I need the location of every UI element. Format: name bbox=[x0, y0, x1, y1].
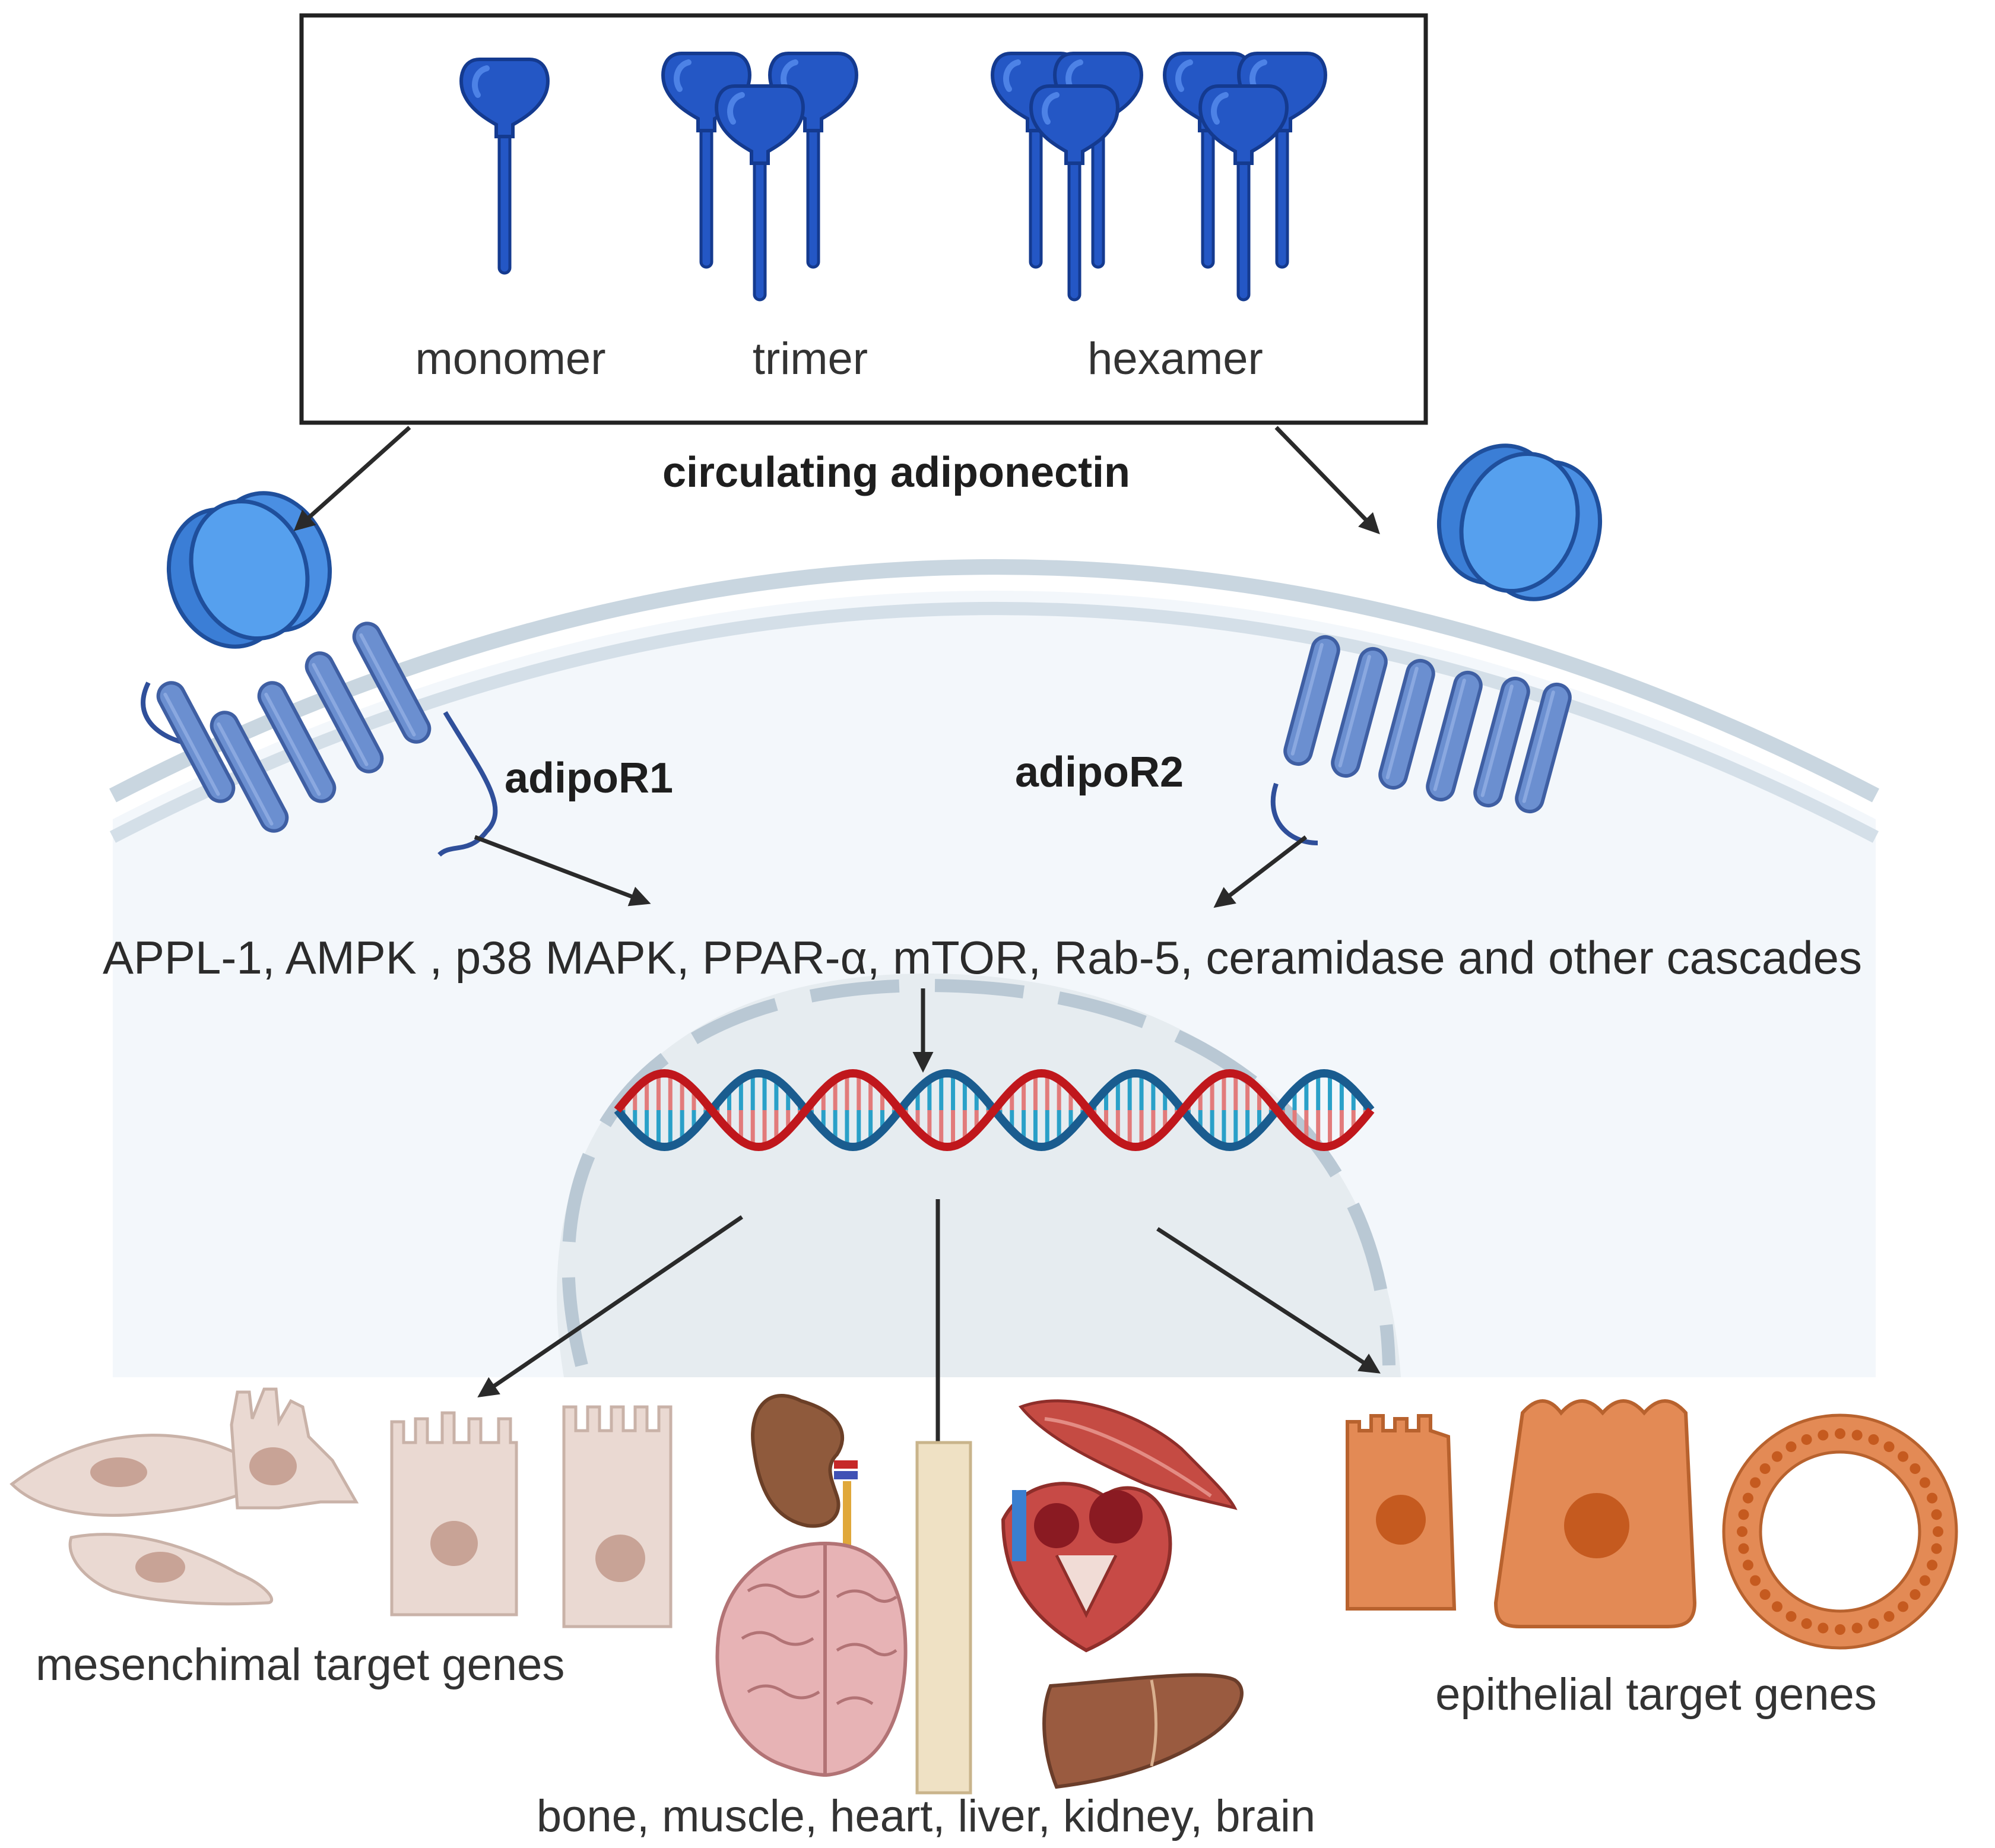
adipor1-label: adipoR1 bbox=[505, 755, 673, 802]
trimer-label: trimer bbox=[753, 334, 868, 384]
heart-icon bbox=[1001, 1482, 1172, 1653]
dna-helix-icon bbox=[614, 1069, 1375, 1152]
cell-membrane-inner bbox=[109, 602, 1879, 843]
adipor2-label: adipoR2 bbox=[1015, 749, 1184, 796]
liver-icon bbox=[1042, 1673, 1244, 1789]
mesenchymal-label: mesenchimal target genes bbox=[36, 1640, 564, 1690]
kidney-icon bbox=[751, 1394, 858, 1546]
muscle-icon bbox=[1018, 1399, 1238, 1510]
bone-icon bbox=[915, 1441, 972, 1795]
monomer-label: monomer bbox=[416, 334, 606, 384]
epithelial-label: epithelial target genes bbox=[1435, 1669, 1877, 1720]
adiponectin-bound-r2 bbox=[1420, 429, 1619, 616]
adiponectin-bound-r1 bbox=[150, 477, 348, 663]
adipor1-receptor bbox=[141, 477, 498, 857]
arrow-adipor1-to-cascade bbox=[474, 835, 651, 906]
arrow-box-to-adipor1 bbox=[293, 426, 411, 531]
mesenchymal-cells-icon bbox=[9, 1387, 673, 1628]
arrow-dna-to-mesenchymal bbox=[477, 1215, 743, 1397]
brain-icon bbox=[715, 1541, 908, 1777]
arrow-dna-to-epithelial bbox=[1156, 1227, 1381, 1374]
arrow-box-to-adipor2 bbox=[1274, 426, 1380, 535]
circulating-adiponectin-caption: circulating adiponectin bbox=[662, 449, 1130, 496]
epithelial-cells-icon bbox=[1346, 1399, 1958, 1650]
adipor2-receptor bbox=[1270, 429, 1619, 845]
signaling-cascades-text: APPL-1, AMPK , p38 MAPK, PPAR-α, mTOR, R… bbox=[103, 931, 1862, 984]
organs-label: bone, muscle, heart, liver, kidney, brai… bbox=[537, 1791, 1315, 1841]
hexamer-label: hexamer bbox=[1087, 334, 1263, 384]
nuclear-envelope bbox=[562, 978, 1395, 1367]
arrow-adipor2-to-cascade bbox=[1213, 835, 1308, 908]
